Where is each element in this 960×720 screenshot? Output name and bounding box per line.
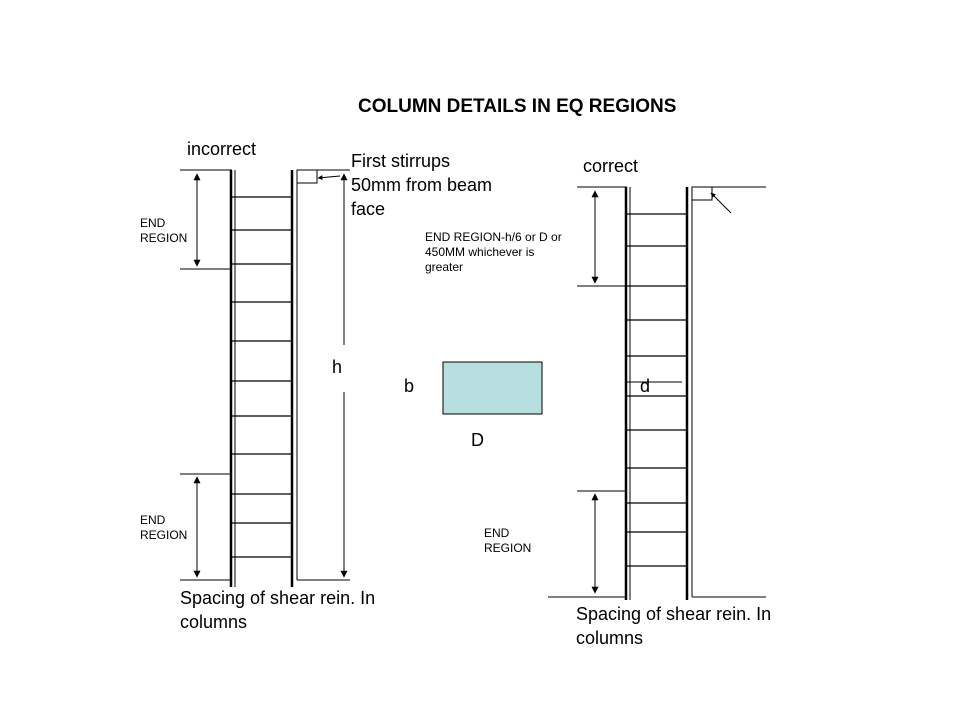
right-caption: Spacing of shear rein. In columns (576, 604, 772, 648)
end-region-rule-note: END REGION-h/6 or D or 450MM whichever i… (425, 230, 562, 274)
first-stirrup-note: First stirrups 50mm from beam face (351, 151, 493, 219)
section-width-label: b (404, 376, 415, 396)
right-stirrups (626, 213, 687, 567)
right-stirrup-box (691, 186, 713, 201)
first-stirrup-pointer (317, 175, 341, 181)
left-beam-lines (180, 169, 350, 581)
left-end-region-top-label: END REGION (140, 216, 188, 245)
first-stirrup-box (296, 169, 318, 184)
right-beam-lines (548, 186, 766, 598)
left-caption: Spacing of shear rein. In columns (180, 588, 376, 632)
left-end-region-bottom-label: END REGION (140, 513, 188, 542)
left-stirrups (231, 196, 292, 558)
height-label: h (332, 357, 343, 377)
first-stirrup-detail (296, 169, 341, 184)
section-depth-label: D (471, 430, 484, 450)
right-end-region-bottom-label: END REGION (484, 526, 532, 555)
correct-label: correct (583, 156, 639, 176)
incorrect-label: incorrect (187, 139, 257, 159)
right-column (624, 187, 689, 600)
right-stirrup-detail (691, 186, 732, 214)
column-cross-section (442, 361, 543, 415)
left-dimensions (193, 173, 348, 578)
column-depth-label: d (640, 376, 651, 396)
left-column (229, 170, 294, 587)
diagram-title: COLUMN DETAILS IN EQ REGIONS (358, 96, 677, 117)
right-stirrup-pointer (710, 192, 732, 214)
